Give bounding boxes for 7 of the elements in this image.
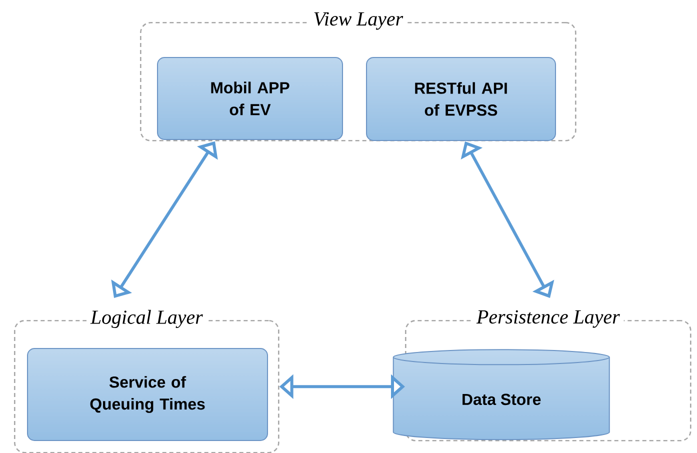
database-cylinder: Data Store — [392, 349, 610, 440]
layer-title: Logical Layer — [86, 308, 207, 330]
layer-title: Persistence Layer — [472, 309, 624, 329]
layer-title: View Layer — [309, 11, 408, 31]
process-box: Mobil APP of EV — [157, 57, 343, 140]
process-box: RESTful API of EVPSS — [366, 57, 556, 141]
process-box: Service of Queuing Times — [27, 348, 268, 441]
